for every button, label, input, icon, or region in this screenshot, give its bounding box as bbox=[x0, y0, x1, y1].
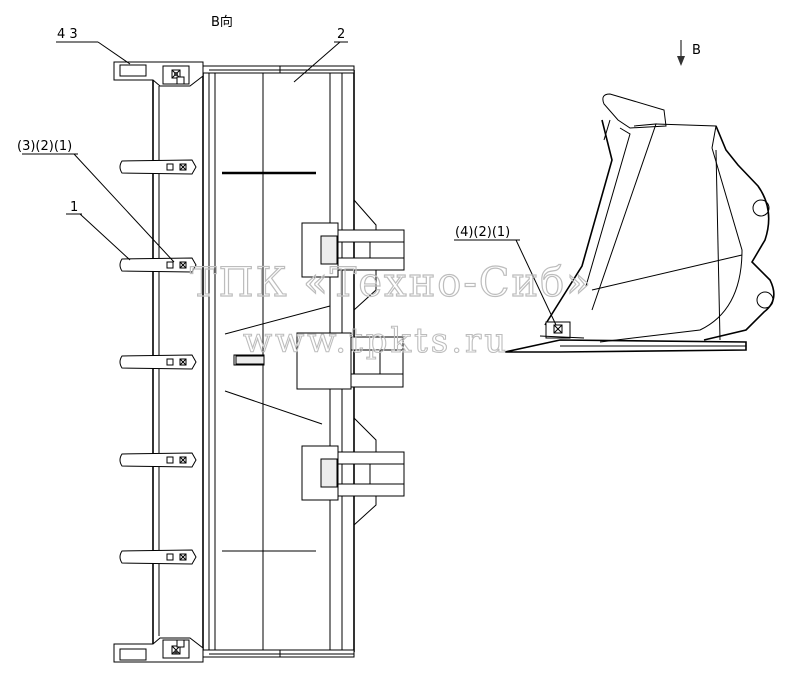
arrow-label: B bbox=[692, 43, 701, 58]
callout-bolt-group-right: (4)(2)(1) bbox=[455, 225, 510, 240]
view-label: B向 bbox=[211, 14, 233, 30]
callout-part-1: 1 bbox=[70, 200, 78, 215]
callout-top-corner: 4 3 bbox=[57, 27, 78, 42]
corner-block-bottom bbox=[113, 637, 204, 663]
callout-leaders-left bbox=[22, 41, 348, 263]
watermark-url: www.tpkts.ru bbox=[243, 321, 509, 361]
watermark-company: ТПК «Техно-Сиб» bbox=[190, 260, 593, 306]
callout-bolt-group-left: (3)(2)(1) bbox=[17, 139, 72, 154]
bucket-teeth bbox=[119, 159, 197, 565]
callout-leaders-right bbox=[454, 239, 557, 326]
bucket-side-view bbox=[504, 40, 775, 353]
hinge-bracket-middle bbox=[235, 332, 404, 390]
hinge-bracket-upper bbox=[301, 199, 405, 311]
bucket-front-view bbox=[113, 61, 405, 663]
hinge-bracket-lower bbox=[301, 417, 405, 526]
corner-block-top bbox=[113, 61, 204, 87]
callout-part-2: 2 bbox=[337, 27, 345, 42]
